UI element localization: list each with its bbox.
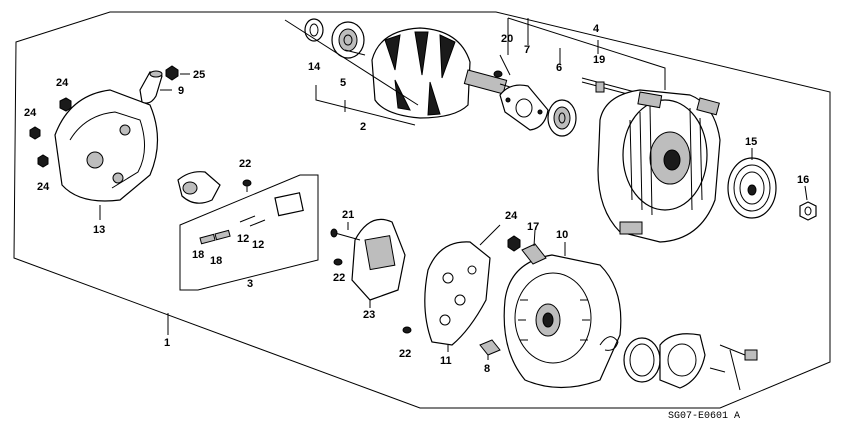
rear-bearing-part <box>331 21 365 59</box>
callout-24-d: 24 <box>505 210 518 222</box>
brush-holder-group <box>177 171 319 291</box>
callout-3: 3 <box>247 278 253 290</box>
terminal-insulator-part <box>139 70 172 104</box>
callout-23: 23 <box>363 309 375 321</box>
bracket-17-part <box>521 229 547 265</box>
regulator-part <box>351 218 406 308</box>
callout-22-b: 22 <box>333 272 345 284</box>
washer-part <box>304 18 324 42</box>
alternator-housing-part <box>597 89 721 243</box>
callout-18-a: 18 <box>192 249 204 261</box>
nut-24-center <box>507 235 521 252</box>
callout-1: 1 <box>164 337 170 349</box>
callout-8: 8 <box>484 363 490 375</box>
screw-22-group <box>242 179 412 334</box>
callout-17: 17 <box>527 221 539 233</box>
terminal-clip-part <box>479 339 501 360</box>
callout-5: 5 <box>340 77 346 89</box>
screw-21-part <box>330 222 361 241</box>
screw-20-part <box>493 54 511 78</box>
diagram-code: SG07-E0601 A <box>668 411 740 422</box>
nut-part <box>165 65 190 81</box>
callout-13: 13 <box>93 224 105 236</box>
callout-22-a: 22 <box>239 158 251 170</box>
callout-10: 10 <box>556 229 568 241</box>
callout-20: 20 <box>501 33 513 45</box>
callout-24-c: 24 <box>37 181 50 193</box>
rear-housing-part <box>503 242 622 389</box>
gasket-flange-group <box>599 333 758 391</box>
callout-22-c: 22 <box>399 348 411 360</box>
callout-14: 14 <box>308 61 321 73</box>
callout-9: 9 <box>178 85 184 97</box>
callout-15: 15 <box>745 136 757 148</box>
nut-24-group <box>29 97 72 168</box>
callout-19: 19 <box>593 54 605 66</box>
rear-cover-part <box>54 89 159 220</box>
callout-12-b: 12 <box>252 239 264 251</box>
callout-16: 16 <box>797 174 809 186</box>
callout-4: 4 <box>593 23 600 35</box>
retainer-plate-part <box>499 84 549 131</box>
callout-7: 7 <box>524 44 530 56</box>
callout-2: 2 <box>360 121 366 133</box>
front-bearing-part <box>547 99 577 137</box>
callout-12-a: 12 <box>237 233 249 245</box>
callout-18-b: 18 <box>210 255 222 267</box>
callout-25: 25 <box>193 69 205 81</box>
callout-21: 21 <box>342 209 354 221</box>
rectifier-part <box>424 224 501 352</box>
callout-24-a: 24 <box>56 77 69 89</box>
callout-6: 6 <box>556 62 562 74</box>
callout-24-b: 24 <box>24 107 37 119</box>
callout-11: 11 <box>440 355 452 367</box>
rotor-part <box>344 27 521 119</box>
pulley-nut-part <box>799 185 817 221</box>
pulley-part <box>727 148 777 219</box>
assembly-boundary <box>13 11 831 409</box>
